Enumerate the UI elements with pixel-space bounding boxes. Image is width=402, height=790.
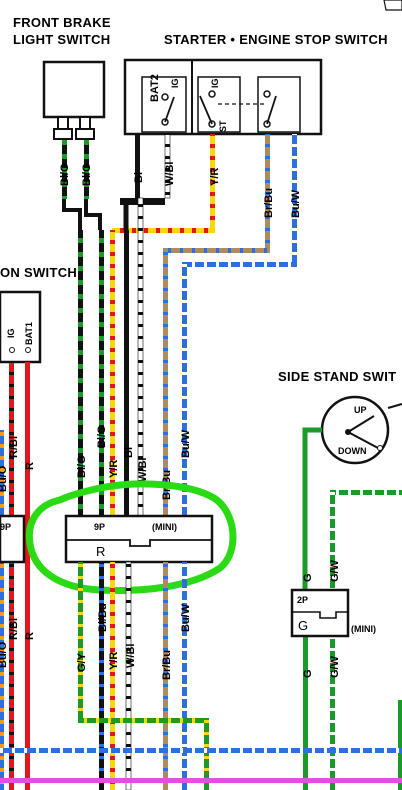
ig-terminal-label-2: IG bbox=[210, 78, 220, 88]
label-br-bu-top: Br/Bu bbox=[263, 188, 275, 218]
label-g-w-ss-top: G/W bbox=[329, 559, 341, 582]
label-y-r-mid: Y/R bbox=[108, 460, 120, 478]
wire-g-w-horizontal bbox=[330, 490, 402, 495]
ignition-bat1-label: BAT1 bbox=[24, 322, 34, 345]
label-g-ss-top: G bbox=[302, 573, 314, 582]
label-g-w-ss-low: G/W bbox=[329, 655, 341, 678]
label-bl-g-2: Bl/G bbox=[81, 163, 93, 186]
label-w-bl-top: W/Bl bbox=[164, 162, 176, 186]
connector-2p-g-label: G bbox=[298, 618, 308, 633]
side-stand-down-label: DOWN bbox=[338, 446, 367, 456]
ignition-switch-box bbox=[0, 290, 42, 364]
label-bl-g-mid: Bl/G bbox=[76, 455, 88, 478]
wire-bl-mid bbox=[124, 230, 129, 516]
wire-bl-g-mid bbox=[78, 230, 83, 516]
label-bl-mid: Bl bbox=[123, 447, 135, 458]
wire-y-r-mid bbox=[110, 230, 115, 516]
front-brake-switch bbox=[42, 60, 106, 140]
green-highlight-circle bbox=[25, 480, 237, 594]
top-right-fragment bbox=[383, 0, 402, 11]
wire-g-y-horizontal bbox=[78, 718, 208, 723]
wire-bu-w-mid bbox=[182, 262, 187, 516]
label-g-y-low: G/Y bbox=[76, 652, 88, 672]
label-y-r-low: Y/R bbox=[108, 652, 120, 670]
label-bl-g-1: Bl/G bbox=[59, 163, 71, 186]
wire-bl-g-mid-2 bbox=[99, 230, 104, 516]
wire-bu-w-top bbox=[292, 134, 297, 264]
ignition-switch-title: ON SWITCH bbox=[0, 265, 77, 280]
connector-2p-label: 2P bbox=[297, 595, 308, 605]
label-r-bl-low-left: R/Bl bbox=[8, 618, 20, 640]
wire-y-r-top-horizontal bbox=[112, 228, 215, 233]
wire-bu-o-left bbox=[0, 430, 4, 790]
wire-g-y-low bbox=[78, 562, 83, 722]
wire-br-bu-top bbox=[265, 134, 270, 252]
label-bu-o-low-left: Bu/O bbox=[0, 641, 9, 668]
label-w-bl-mid: W/Bl bbox=[137, 458, 149, 482]
wire-br-bu-low bbox=[163, 562, 168, 790]
label-r-left: R bbox=[24, 462, 36, 470]
wire-g-side-stand bbox=[302, 427, 322, 590]
wire-y-r-low bbox=[110, 562, 115, 790]
side-stand-up-label: UP bbox=[354, 405, 367, 415]
wire-r-left bbox=[25, 362, 30, 790]
ignition-ig-label: IG bbox=[6, 328, 16, 338]
wire-bu-w-top-horizontal bbox=[182, 262, 297, 267]
side-stand-switch-title: SIDE STAND SWIT bbox=[278, 369, 396, 384]
wire-g-ss-low bbox=[303, 636, 308, 790]
label-g-ss-low: G bbox=[302, 669, 314, 678]
wire-bl-g-2 bbox=[84, 139, 89, 199]
front-brake-switch-title-2: LIGHT SWITCH bbox=[13, 32, 110, 47]
starter-engine-stop-switch bbox=[123, 58, 323, 136]
bottom-bus-pink bbox=[0, 778, 402, 783]
label-bl-g-mid-2: Bl/G bbox=[96, 425, 108, 448]
connector-9p-r-label: R bbox=[96, 544, 105, 559]
wire-bu-w-low bbox=[182, 562, 187, 790]
wire-bl-top bbox=[135, 134, 140, 198]
label-bl-bu-low: Bl/Bu bbox=[97, 603, 109, 632]
label-bu-w-top: Bu/W bbox=[290, 189, 302, 218]
starter-engine-stop-title: STARTER • ENGINE STOP SWITCH bbox=[164, 32, 388, 47]
bat2-terminal-label: BAT2 bbox=[149, 74, 161, 102]
wire-g-y-down bbox=[204, 718, 209, 790]
wire-g-w-ss-low bbox=[330, 636, 335, 790]
connector-9p-label: 9P bbox=[94, 522, 105, 532]
wire-w-bl-low bbox=[125, 561, 132, 790]
wire-br-bu-mid bbox=[163, 248, 168, 516]
wire-bl-bu-low bbox=[99, 562, 104, 790]
connector-9p-mini-label: (MINI) bbox=[152, 522, 177, 532]
front-brake-switch-title-1: FRONT BRAKE bbox=[13, 15, 111, 30]
wire-r-bl-left bbox=[9, 362, 14, 790]
connector-2p-mini-label: (MINI) bbox=[351, 624, 376, 634]
label-bu-o-left: Bu/O bbox=[0, 465, 9, 492]
left-connector-9p-label: 9P bbox=[0, 522, 11, 532]
label-bu-w-low: Bu/W bbox=[180, 603, 192, 632]
connector-9p-mini bbox=[64, 514, 214, 564]
wire-g-w-side-stand bbox=[330, 490, 335, 590]
ig-terminal-label-1: IG bbox=[170, 78, 180, 88]
wire-br-bu-top-horizontal bbox=[163, 248, 270, 253]
label-br-bu-low: Br/Bu bbox=[161, 650, 173, 680]
wire-w-bl-top bbox=[164, 133, 171, 199]
wire-bl-g-1 bbox=[62, 139, 67, 199]
wire-y-r-top bbox=[210, 134, 215, 230]
label-r-low-left: R bbox=[24, 632, 36, 640]
label-w-bl-low: W/Bl bbox=[125, 644, 137, 668]
label-r-bl-left: R/Bl bbox=[8, 436, 20, 458]
connector-2p-mini bbox=[290, 588, 350, 638]
left-9p-connector bbox=[0, 514, 26, 564]
st-terminal-label: ST bbox=[218, 120, 228, 132]
wire-right-edge-green bbox=[398, 700, 402, 790]
bottom-bus-blue-white bbox=[0, 748, 402, 753]
label-y-r-top: Y/R bbox=[209, 168, 221, 186]
label-bl-top: Bl bbox=[133, 172, 145, 183]
label-bu-w-mid: Bu/W bbox=[180, 429, 192, 458]
